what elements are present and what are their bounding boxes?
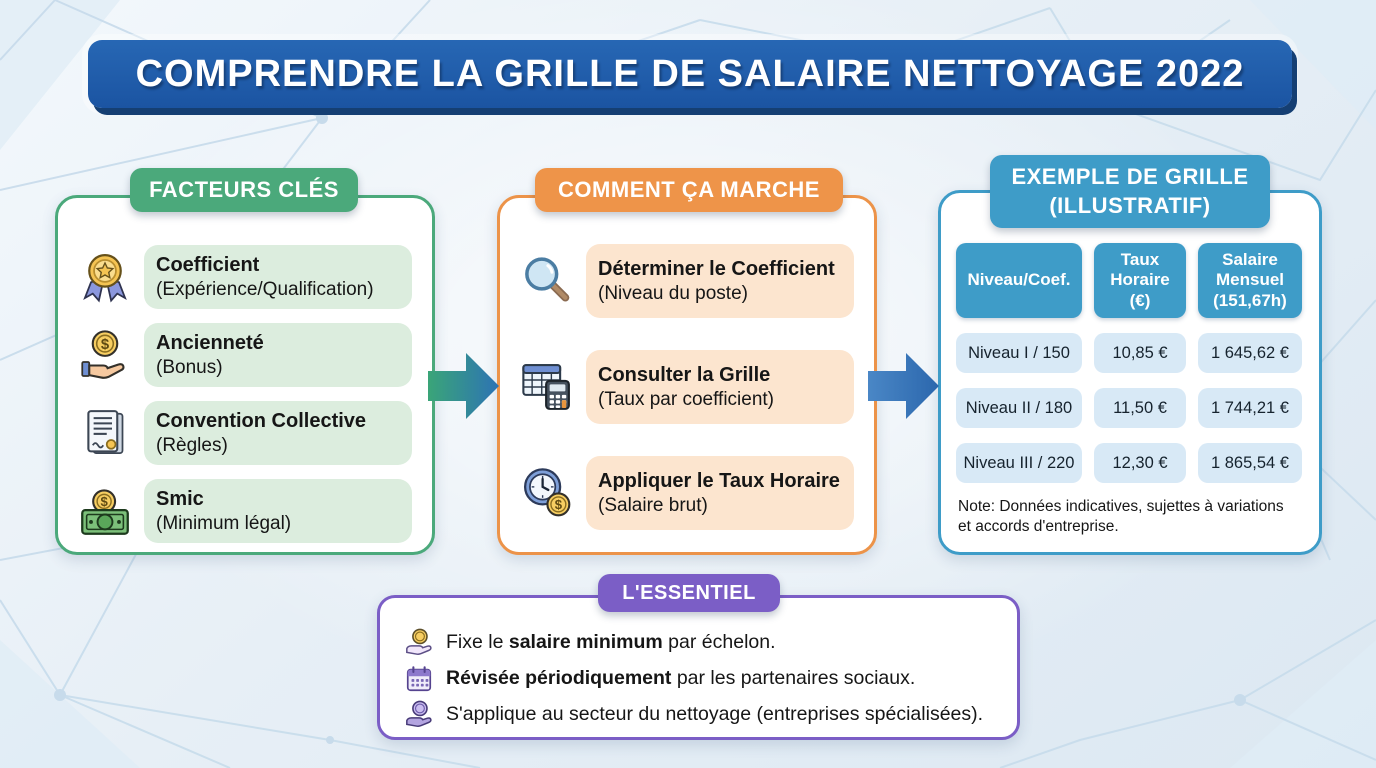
comment-ca-marche-badge: COMMENT ÇA MARCHE <box>535 168 843 212</box>
table-cell-salaire: 1 744,21 € <box>1198 388 1302 428</box>
contract-icon <box>76 404 134 462</box>
step-card: Déterminer le Coefficient (Niveau du pos… <box>586 244 854 318</box>
text-segment: par les partenaires sociaux. <box>671 667 916 690</box>
table-cell-taux: 12,30 € <box>1094 443 1186 483</box>
essentiel-badge: L'ESSENTIEL <box>598 574 780 612</box>
title-banner: COMPRENDRE LA GRILLE DE SALAIRE NETTOYAG… <box>88 40 1292 108</box>
factor-card: Smic (Minimum légal) <box>144 478 412 544</box>
essential-text: Révisée périodiquement par les partenair… <box>446 667 915 690</box>
flow-arrow-green-blue <box>428 353 499 419</box>
table-note: Note: Données indicatives, sujettes à va… <box>958 497 1306 537</box>
coin-hand-icon <box>404 628 434 658</box>
factor-title: Ancienneté <box>156 331 264 354</box>
text-segment: par échelon. <box>662 631 776 654</box>
table-header-niveau: Niveau/Coef. <box>956 243 1082 318</box>
table-header-line: Salaire <box>1222 249 1278 269</box>
svg-text:$: $ <box>100 494 108 509</box>
step-subtitle: (Niveau du poste) <box>598 282 748 304</box>
svg-text:$: $ <box>555 497 563 512</box>
flow-arrow-blue <box>868 353 939 419</box>
factor-card: Coefficient (Expérience/Qualification) <box>144 244 412 310</box>
table-header-line: Horaire <box>1110 270 1170 290</box>
badge-line: EXEMPLE DE GRILLE <box>1011 164 1249 190</box>
svg-text:$: $ <box>101 337 110 353</box>
step-title: Déterminer le Coefficient <box>598 257 835 280</box>
table-header-line: Niveau/Coef. <box>967 270 1071 290</box>
text-segment: S'applique au secteur du nettoyage (entr… <box>446 703 984 726</box>
table-header-taux: Taux Horaire (€) <box>1094 243 1186 318</box>
step-card: Appliquer le Taux Horaire (Salaire brut) <box>586 456 854 530</box>
facteurs-cles-badge: FACTEURS CLÉS <box>130 168 358 212</box>
table-cell-taux: 10,85 € <box>1094 333 1186 373</box>
factor-item: $ Ancienneté (Bonus) <box>76 322 412 388</box>
step-item: $ Appliquer le Taux Horaire (Salaire bru… <box>518 456 854 530</box>
salary-table: Niveau/Coef. Taux Horaire (€) Salaire Me… <box>956 243 1308 483</box>
hand-coin-icon: $ <box>76 326 134 384</box>
essential-text: S'applique au secteur du nettoyage (entr… <box>446 703 983 726</box>
factor-subtitle: (Règles) <box>156 434 228 456</box>
factor-subtitle: (Bonus) <box>156 356 223 378</box>
text-segment-bold: salaire minimum <box>508 631 663 654</box>
factor-subtitle: (Expérience/Qualification) <box>156 278 374 300</box>
exemple-grille-badge: EXEMPLE DE GRILLE (ILLUSTRATIF) <box>990 155 1270 228</box>
table-cell-salaire: 1 645,62 € <box>1198 333 1302 373</box>
step-card: Consulter la Grille (Taux par coefficien… <box>586 350 854 424</box>
clock-coin-icon: $ <box>518 464 576 522</box>
table-header-line: Mensuel <box>1215 270 1285 290</box>
factor-item: Convention Collective (Règles) <box>76 400 412 466</box>
step-item: Déterminer le Coefficient (Niveau du pos… <box>518 244 854 318</box>
text-segment: Fixe le <box>446 631 509 654</box>
table-header-line: Taux <box>1120 249 1160 269</box>
step-item: Consulter la Grille (Taux par coefficien… <box>518 350 854 424</box>
text-segment-bold: Révisée périodiquement <box>446 667 672 690</box>
panel-essentiel: Fixe le salaire minimum par échelon. Rév… <box>377 595 1020 740</box>
essential-item: S'applique au secteur du nettoyage (entr… <box>404 700 1001 730</box>
table-cell-salaire: 1 865,54 € <box>1198 443 1302 483</box>
factor-item: $ Smic (Minimum légal) <box>76 478 412 544</box>
essential-text: Fixe le salaire minimum par échelon. <box>446 631 776 654</box>
table-cell-niveau: Niveau III / 220 <box>956 443 1082 483</box>
table-header-line: (151,67h) <box>1213 290 1287 310</box>
panel-comment-ca-marche: Déterminer le Coefficient (Niveau du pos… <box>497 195 877 555</box>
panel-facteurs-cles: Coefficient (Expérience/Qualification) $… <box>55 195 435 555</box>
step-title: Appliquer le Taux Horaire <box>598 469 840 492</box>
note-line: et accords d'entreprise. <box>958 518 1119 536</box>
magnifier-icon <box>518 252 576 310</box>
essential-item: Fixe le salaire minimum par échelon. <box>404 628 1001 658</box>
hand-coin-purple-icon <box>404 700 434 730</box>
table-header-line: (€) <box>1129 290 1151 310</box>
factor-card: Convention Collective (Règles) <box>144 400 412 466</box>
table-header-salaire: Salaire Mensuel (151,67h) <box>1198 243 1302 318</box>
step-subtitle: (Salaire brut) <box>598 494 708 516</box>
medal-icon <box>76 248 134 306</box>
panel-exemple-grille: Niveau/Coef. Taux Horaire (€) Salaire Me… <box>938 190 1322 555</box>
factor-item: Coefficient (Expérience/Qualification) <box>76 244 412 310</box>
calendar-icon <box>404 664 434 694</box>
essential-item: Révisée périodiquement par les partenair… <box>404 664 1001 694</box>
factor-title: Coefficient <box>156 253 260 276</box>
factor-card: Ancienneté (Bonus) <box>144 322 412 388</box>
factor-title: Convention Collective <box>156 409 367 432</box>
step-title: Consulter la Grille <box>598 363 771 386</box>
step-subtitle: (Taux par coefficient) <box>598 388 775 410</box>
table-cell-niveau: Niveau II / 180 <box>956 388 1082 428</box>
table-cell-taux: 11,50 € <box>1094 388 1186 428</box>
factor-title: Smic <box>156 487 204 510</box>
factor-subtitle: (Minimum légal) <box>156 512 292 534</box>
badge-line: (ILLUSTRATIF) <box>1049 192 1211 218</box>
calculator-grid-icon <box>518 358 576 416</box>
banknote-coin-icon: $ <box>76 482 134 540</box>
page-title: COMPRENDRE LA GRILLE DE SALAIRE NETTOYAG… <box>135 52 1245 95</box>
table-cell-niveau: Niveau I / 150 <box>956 333 1082 373</box>
note-line: Note: Données indicatives, sujettes à va… <box>958 498 1284 515</box>
